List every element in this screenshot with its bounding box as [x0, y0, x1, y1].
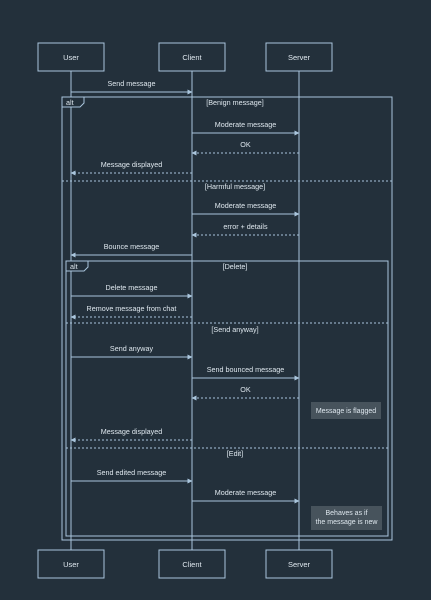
alt-condition: [Send anyway] [211, 325, 258, 334]
note-text: the message is new [316, 519, 379, 526]
participant-box-top-user [37, 42, 105, 72]
participant-box-bottom-server [265, 549, 333, 579]
message-label: Send edited message [97, 468, 167, 477]
note-text: Message is flagged [316, 408, 376, 415]
message-label: Moderate message [215, 488, 277, 497]
alt-condition: [Harmful message] [205, 182, 265, 191]
alt-condition: [Edit] [227, 449, 243, 458]
participant-label: Server [288, 560, 311, 569]
alt-condition: [Benign message] [206, 98, 264, 107]
message-label: OK [240, 140, 251, 149]
alt-keyword: alt [70, 262, 78, 271]
message-label: Send anyway [110, 344, 154, 353]
alt-fragment-tab [65, 260, 89, 272]
note-text: Behaves as if [325, 510, 367, 517]
alt-keyword: alt [66, 98, 74, 107]
participant-box-bottom-client [158, 549, 226, 579]
message-label: Delete message [106, 283, 158, 292]
participant-label: Server [288, 53, 311, 62]
participant-box-top-server [265, 42, 333, 72]
message-label: Bounce message [104, 242, 160, 251]
message-label: OK [240, 385, 251, 394]
alt-fragment-frame [65, 260, 389, 537]
message-label: Moderate message [215, 201, 277, 210]
participant-box-bottom-user [37, 549, 105, 579]
participant-label: Client [182, 560, 202, 569]
message-label: Message displayed [101, 427, 163, 436]
note-box [311, 506, 382, 530]
message-label: Send message [108, 79, 156, 88]
message-label: Moderate message [215, 120, 277, 129]
message-label: Remove message from chat [87, 304, 177, 313]
participant-box-top-client [158, 42, 226, 72]
message-label: Message displayed [101, 160, 163, 169]
alt-fragment-frame [61, 96, 393, 541]
note-box [311, 402, 381, 419]
participant-label: User [63, 53, 79, 62]
alt-fragment-tab [61, 96, 85, 108]
message-label: Send bounced message [207, 365, 285, 374]
participant-label: Client [182, 53, 202, 62]
participant-label: User [63, 560, 79, 569]
alt-condition: [Delete] [223, 262, 248, 271]
message-label: error + details [223, 222, 268, 231]
